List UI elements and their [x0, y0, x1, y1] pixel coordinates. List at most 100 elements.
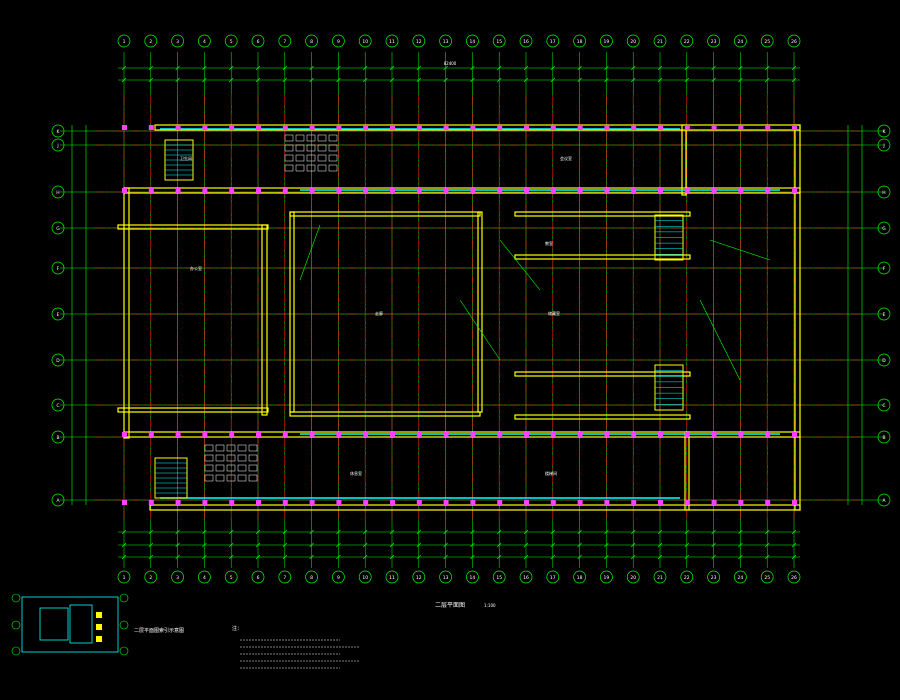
desk [328, 164, 338, 172]
dimension-tick [711, 77, 716, 83]
room-label: 办公室 [190, 265, 202, 271]
desk [204, 444, 214, 452]
dimension-tick [362, 554, 368, 560]
dimension-tick [255, 529, 261, 535]
dimension-tick [523, 542, 529, 548]
overall-dimension: 82400 [444, 61, 457, 66]
grid-bubble-row-F: F [51, 261, 65, 275]
structural-column [470, 500, 476, 505]
desk [295, 164, 305, 172]
grid-bubble-row-C: C [877, 398, 891, 412]
grid-bubble-col-11: 11 [385, 570, 399, 584]
bubble-circle [358, 570, 372, 584]
grid-bubble-col-10: 10 [358, 34, 372, 48]
bubble-circle [519, 34, 533, 48]
structural-column [792, 125, 797, 130]
grid-bubble-col-20: 20 [626, 570, 640, 584]
structural-column [229, 125, 235, 130]
bubble-label: 4 [203, 575, 206, 581]
dimension-tick [604, 77, 609, 83]
room-label: 楼梯间 [545, 470, 557, 476]
bubble-label: 15 [496, 39, 502, 45]
desk [204, 464, 214, 472]
structural-column [711, 500, 717, 505]
dimension-tick [443, 65, 448, 71]
bubble-circle [251, 570, 265, 584]
stair [164, 139, 194, 181]
structural-column [309, 125, 315, 130]
bubble-label: 16 [523, 575, 529, 581]
structural-column [122, 125, 127, 130]
bubble-circle [626, 34, 640, 48]
dimension-tick [470, 77, 475, 83]
dimension-tick [738, 65, 743, 71]
desk [237, 464, 247, 472]
bubble-circle [877, 185, 891, 199]
dimension-tick [577, 529, 582, 535]
structural-column [390, 125, 395, 130]
grid-bubble-col-21: 21 [653, 570, 667, 584]
dimension-tick [711, 529, 716, 535]
dimension-tick [362, 65, 368, 71]
walls [117, 124, 801, 511]
structural-column [684, 432, 690, 437]
bubble-circle [278, 570, 292, 584]
bubble-circle [877, 221, 891, 235]
desk [226, 454, 236, 462]
desk [248, 474, 258, 482]
bubble-label: 25 [764, 39, 770, 45]
bubble-circle [385, 34, 399, 48]
structural-column [524, 125, 529, 130]
dimension-tick [362, 77, 368, 83]
dimension-tick [121, 542, 127, 548]
bubble-circle [626, 570, 640, 584]
grid-bubble-col-8: 8 [305, 34, 318, 48]
bubble-circle [707, 570, 720, 584]
structural-column [577, 188, 583, 193]
bubble-label: 15 [496, 575, 502, 581]
grid-bubble-col-12: 12 [412, 34, 426, 48]
structural-column [631, 500, 637, 505]
structural-column [497, 188, 503, 193]
bubble-label: 4 [203, 39, 206, 45]
bubble-label: 7 [283, 575, 286, 581]
dimension-tick [764, 529, 770, 535]
bubble-label: 10 [362, 575, 368, 581]
bubble-label: 6 [257, 39, 260, 45]
bubble-circle [492, 34, 506, 48]
desk [317, 164, 327, 172]
bubble-label: E [883, 312, 886, 318]
bubble-circle [600, 570, 613, 584]
structural-column [631, 125, 637, 130]
structural-column [363, 125, 369, 130]
dimension-tick [523, 77, 529, 83]
dimension-tick [470, 554, 475, 560]
desk [204, 474, 214, 482]
bubble-label: K [57, 129, 61, 135]
bubble-label: 2 [149, 39, 152, 45]
structural-column [336, 188, 342, 193]
bubble-circle [412, 34, 426, 48]
bubble-circle [707, 34, 720, 48]
structural-column [658, 125, 663, 130]
grid-bubble-col-1: 1 [117, 570, 131, 584]
bubble-circle [198, 34, 211, 48]
desk [204, 454, 214, 462]
dimension-tick [121, 65, 127, 71]
bubble-label: 12 [416, 575, 422, 581]
desk [215, 444, 225, 452]
dimension-tick [175, 542, 180, 548]
desk [317, 134, 327, 142]
bubble-label: 6 [257, 575, 260, 581]
dimension-tick [336, 554, 341, 560]
structural-column [122, 432, 127, 437]
dimension-tick [255, 554, 261, 560]
structural-column [738, 500, 744, 505]
bubble-label: 21 [657, 39, 663, 45]
dimension-tick [604, 554, 609, 560]
bubble-label: 25 [764, 575, 770, 581]
desk [215, 454, 225, 462]
dimension-tick [309, 529, 314, 535]
dimension-tick [550, 65, 556, 71]
